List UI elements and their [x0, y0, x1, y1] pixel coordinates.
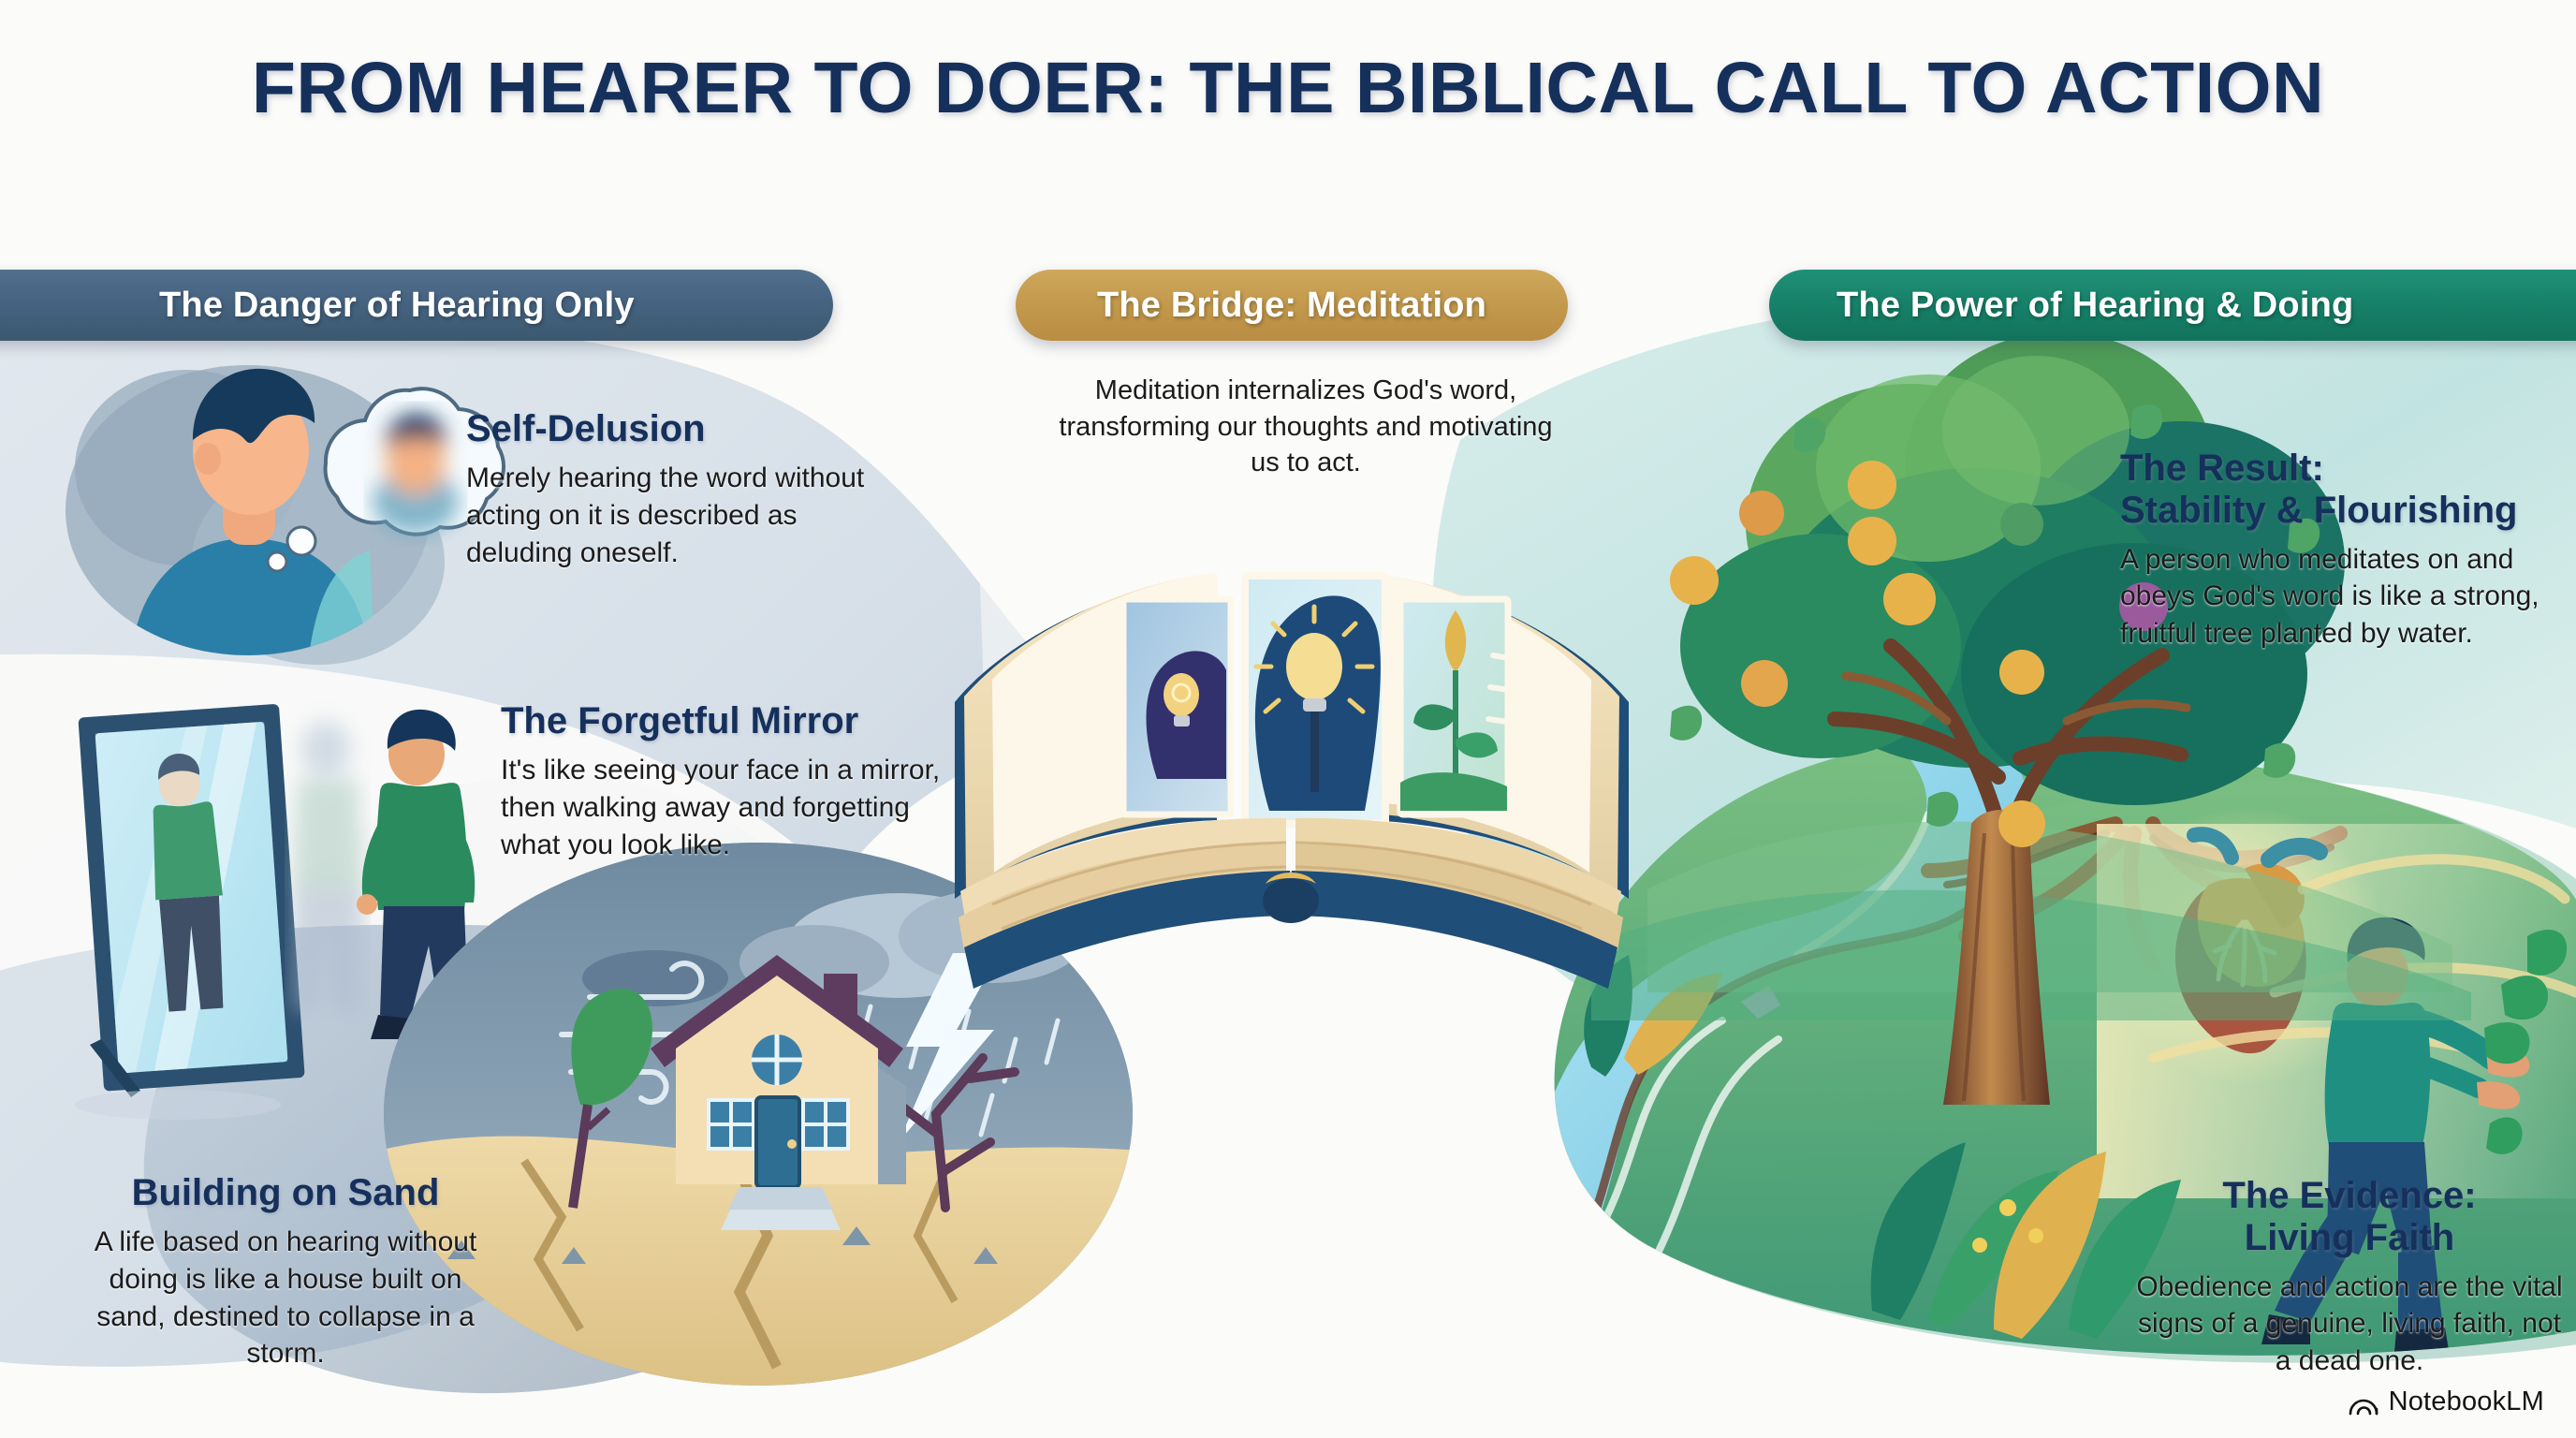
- heading-result: The Result: Stability & Flourishing: [2120, 448, 2576, 532]
- heading-result-line1: The Result:: [2120, 448, 2324, 489]
- heading-building-on-sand: Building on Sand: [131, 1172, 440, 1213]
- notebooklm-watermark: NotebookLM: [2348, 1387, 2544, 1417]
- heading-self-delusion: Self-Delusion: [466, 408, 706, 449]
- illustration-fruitful-tree: [1591, 332, 2471, 1105]
- section-banner-danger: The Danger of Hearing Only: [0, 270, 833, 341]
- text-block-building-on-sand: Building on Sand A life based on hearing…: [94, 1172, 477, 1372]
- body-result: A person who meditates on and obeys God'…: [2120, 543, 2539, 650]
- heading-evidence: The Evidence: Living Faith: [2130, 1175, 2569, 1259]
- section-banner-power: The Power of Hearing & Doing: [1769, 270, 2576, 341]
- page-title: From Hearer to Doer: The Biblical Call t…: [251, 48, 2325, 128]
- illustration-open-book: [955, 572, 1629, 989]
- reaching-man: [2261, 917, 2568, 1352]
- section-banner-bridge-label: The Bridge: Meditation: [1096, 285, 1487, 325]
- illustration-self-delusion: [66, 365, 505, 665]
- section-banner-bridge: The Bridge: Meditation: [1016, 270, 1568, 341]
- text-block-meditation: Meditation internalizes God's word, tran…: [1044, 373, 1568, 481]
- illustration-forgetful-mirror: [75, 704, 476, 1120]
- heading-forgetful-mirror: The Forgetful Mirror: [501, 700, 859, 741]
- body-self-delusion: Merely hearing the word without acting o…: [466, 462, 865, 568]
- body-evidence: Obedience and action are the vital signs…: [2136, 1270, 2563, 1377]
- notebooklm-arc-icon: [2348, 1388, 2379, 1416]
- heading-evidence-line2: Living Faith: [2244, 1216, 2455, 1258]
- text-block-result: The Result: Stability & Flourishing A pe…: [2120, 448, 2576, 653]
- body-meditation: Meditation internalizes God's word, tran…: [1059, 375, 1553, 478]
- notebooklm-label: NotebookLM: [2388, 1387, 2544, 1416]
- heading-result-line2: Stability & Flourishing: [2120, 489, 2518, 531]
- heading-evidence-line1: The Evidence:: [2222, 1175, 2477, 1216]
- text-block-self-delusion: Self-Delusion Merely hearing the word wi…: [466, 408, 906, 571]
- section-banner-danger-label: The Danger of Hearing Only: [159, 285, 635, 325]
- text-block-evidence: The Evidence: Living Faith Obedience and…: [2130, 1175, 2569, 1380]
- text-block-forgetful-mirror: The Forgetful Mirror It's like seeing yo…: [501, 700, 941, 863]
- illustration-building-on-sand: [384, 843, 1133, 1386]
- body-building-on-sand: A life based on hearing without doing is…: [94, 1225, 477, 1370]
- body-forgetful-mirror: It's like seeing your face in a mirror, …: [501, 754, 941, 860]
- section-banner-power-label: The Power of Hearing & Doing: [1837, 285, 2354, 325]
